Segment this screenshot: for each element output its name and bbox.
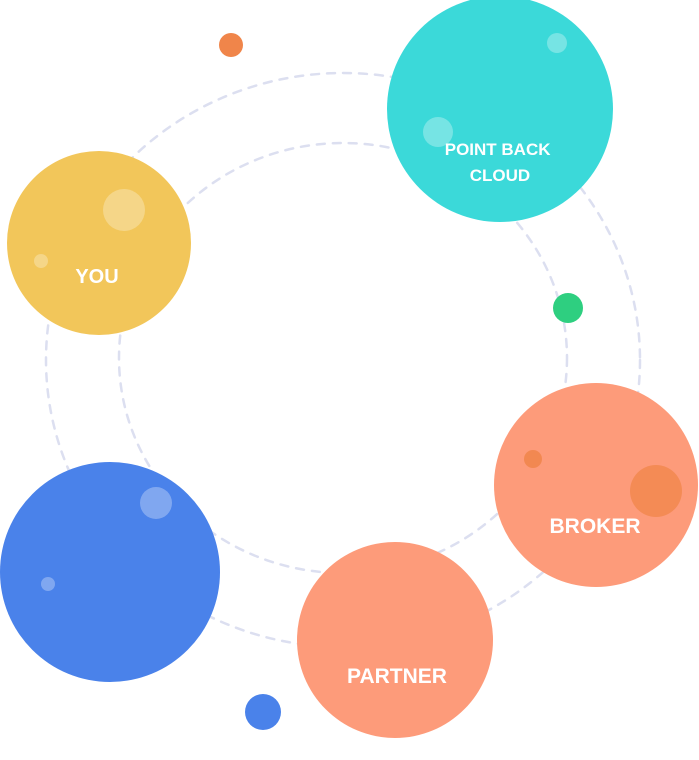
- node-partner-label: PARTNER: [347, 665, 447, 688]
- node-you-circle: [7, 151, 191, 335]
- accent-dot-orange: [219, 33, 243, 57]
- node-point-back-cloud-highlight-small: [547, 33, 567, 53]
- node-point-back-cloud-circle: [387, 0, 613, 222]
- outer-orbit-ring: [44, 71, 642, 649]
- node-you-highlight-large: [103, 189, 145, 231]
- node-broker-label: BROKER: [549, 515, 640, 538]
- node-point-back-cloud-highlight-large: [423, 117, 453, 147]
- node-partner: PARTNER: [297, 542, 493, 738]
- node-point-back-cloud-label: POINT BACK CLOUD: [445, 140, 556, 185]
- node-you: YOU: [7, 151, 191, 335]
- accent-dot-green: [553, 293, 583, 323]
- node-broker-highlight-large: [630, 465, 682, 517]
- node-broker-label-line: BROKER: [549, 515, 640, 538]
- node-blue-circle: [0, 462, 220, 682]
- node-point-back-cloud-label-line-1: POINT BACK: [445, 140, 552, 159]
- accent-dot-blue: [245, 694, 281, 730]
- node-blue-highlight-small: [41, 577, 55, 591]
- node-broker-highlight-small: [524, 450, 542, 468]
- node-you-label: YOU: [75, 266, 118, 288]
- node-partner-label-line: PARTNER: [347, 665, 447, 688]
- node-partner-circle: [297, 542, 493, 738]
- node-you-label-line: YOU: [75, 266, 118, 288]
- node-point-back-cloud-label-line-2: CLOUD: [470, 166, 530, 185]
- node-broker-circle: [494, 383, 698, 587]
- node-broker: BROKER: [494, 383, 698, 587]
- node-blue: [0, 462, 220, 682]
- node-blue-highlight-large: [140, 487, 172, 519]
- node-you-highlight-small: [34, 254, 48, 268]
- node-point-back-cloud: POINT BACK CLOUD: [387, 0, 613, 222]
